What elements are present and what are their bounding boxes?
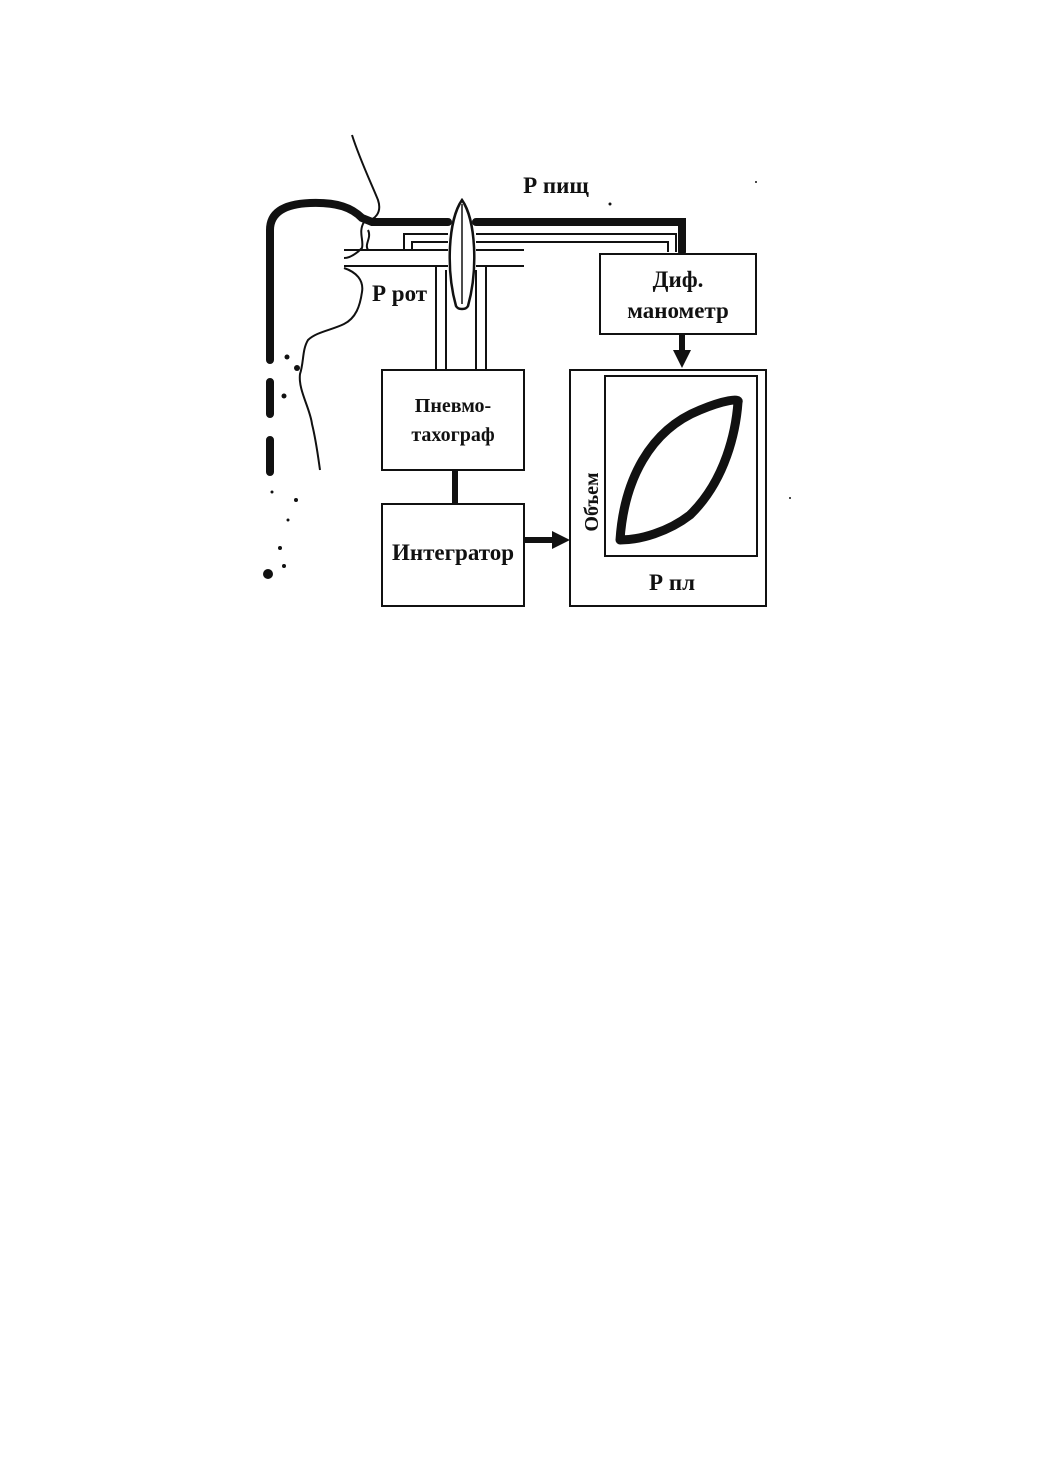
axis-label-volume: Объем: [581, 472, 603, 531]
pneumotachograph-label-2: тахограф: [411, 424, 495, 446]
integrator-label: Интегратор: [392, 540, 514, 565]
diff-manometer-label-1: Диф.: [653, 267, 704, 292]
label-p-mouth: Р рот: [372, 281, 428, 306]
catheter-tip-dot: [266, 466, 274, 474]
esophageal-catheter: [266, 198, 686, 476]
flow-tubes: [435, 266, 487, 370]
mouth-pressure-line: [403, 233, 677, 252]
diff-manometer-label-2: манометр: [627, 298, 729, 323]
integrator-arrow-head: [552, 531, 570, 549]
integrator-box: [381, 503, 525, 607]
diff-manometer-box: [599, 253, 757, 335]
pressure-volume-loop: [615, 395, 743, 545]
axis-label-p-pleural: Р пл: [649, 570, 695, 595]
manometer-arrow-head: [673, 350, 691, 368]
label-p-esophageal: Р пищ: [523, 173, 589, 198]
pneumotachograph-box: [381, 369, 525, 471]
scan-specks: [263, 354, 300, 579]
mouthpiece-tube: [344, 229, 524, 267]
pneumotachograph-label-1: Пневмо-: [415, 395, 491, 417]
face-profile: [298, 134, 381, 471]
stray-dots: [608, 181, 791, 499]
